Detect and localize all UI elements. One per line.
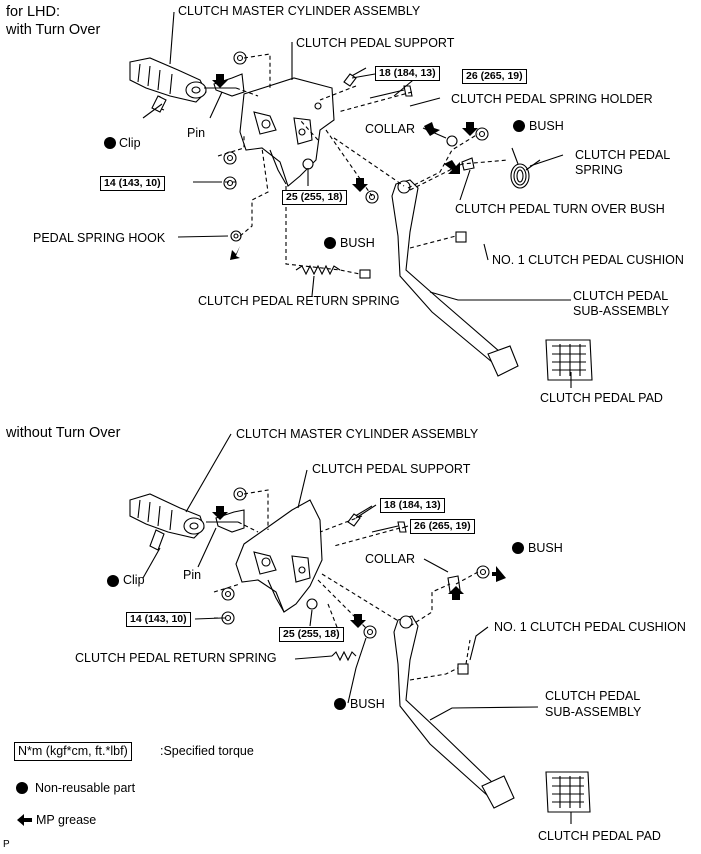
bottom-bush-left-nonreusable-icon [334, 698, 346, 710]
bottom-return-spring-label: CLUTCH PEDAL RETURN SPRING [75, 651, 277, 665]
top-spring-hook-label: PEDAL SPRING HOOK [33, 231, 166, 245]
top-bush-left-nonreusable-icon [324, 237, 336, 249]
top-cushion-part [455, 231, 467, 243]
bottom-collar-label: COLLAR [365, 552, 416, 566]
bottom-clip-label: Clip [123, 573, 145, 587]
top-pedal-spring-label-1: CLUTCH PEDAL [575, 148, 671, 162]
top-nuts [223, 51, 314, 242]
top-return-spring [295, 264, 371, 279]
bottom-pedal-support-label: CLUTCH PEDAL SUPPORT [312, 462, 471, 476]
legend-grease-icon [17, 814, 32, 826]
top-torque-25-box: 25 (255, 18) [282, 190, 347, 205]
top-torque-14-box: 14 (143, 10) [100, 176, 165, 191]
bottom-master-cylinder-label: CLUTCH MASTER CYLINDER ASSEMBLY [236, 427, 479, 441]
bottom-cushion-label: NO. 1 CLUTCH PEDAL CUSHION [494, 620, 686, 634]
bottom-torque-18-box: 18 (184, 13) [380, 498, 445, 513]
top-return-spring-label: CLUTCH PEDAL RETURN SPRING [198, 294, 400, 308]
top-master-cylinder [129, 57, 207, 111]
bottom-sub-assembly-label-1: CLUTCH PEDAL [545, 689, 641, 703]
top-pedal-spring [510, 147, 541, 189]
top-bolts [343, 67, 489, 204]
bottom-header: without Turn Over [6, 425, 121, 441]
grease-arrows [212, 74, 506, 628]
bottom-pedal-pad [545, 771, 591, 813]
bottom-torque-26-box: 26 (265, 19) [410, 519, 475, 534]
top-pin-label: Pin [187, 126, 206, 140]
bottom-nuts [221, 487, 318, 625]
bottom-clip-part [149, 529, 165, 551]
top-turn-over-bush-label: CLUTCH PEDAL TURN OVER BUSH [455, 202, 665, 216]
bottom-return-spring [331, 650, 357, 662]
legend-nonreusable-icon [16, 782, 28, 794]
bottom-pedal-arm [393, 615, 515, 809]
bottom-sub-assembly-label-2: SUB-ASSEMBLY [545, 705, 642, 719]
legend-nonreusable-label: Non-reusable part [35, 781, 136, 795]
top-leader-lines [142, 11, 572, 388]
top-bush-right-label: BUSH [529, 119, 564, 133]
bottom-pedal-support [235, 499, 323, 613]
top-sub-assembly-label-2: SUB-ASSEMBLY [573, 304, 670, 318]
top-bush-left-label: BUSH [340, 236, 375, 250]
top-master-cylinder-label: CLUTCH MASTER CYLINDER ASSEMBLY [178, 4, 421, 18]
bottom-bush-right-label: BUSH [528, 541, 563, 555]
top-header-line1: for LHD: [6, 4, 60, 20]
top-clip-part [151, 95, 167, 113]
bottom-leader-lines [142, 433, 572, 824]
bottom-torque-25-box: 25 (255, 18) [279, 627, 344, 642]
legend-grease-label: MP grease [36, 813, 97, 827]
bottom-pin-part [206, 509, 245, 533]
top-clip-label: Clip [119, 136, 141, 150]
bottom-torque-14-box: 14 (143, 10) [126, 612, 191, 627]
top-cushion-label: NO. 1 CLUTCH PEDAL CUSHION [492, 253, 684, 267]
top-spring-holder-label: CLUTCH PEDAL SPRING HOLDER [451, 92, 653, 106]
top-sub-assembly-label-1: CLUTCH PEDAL [573, 289, 669, 303]
top-pedal-support [239, 77, 335, 187]
bottom-cushion-part [457, 663, 469, 675]
legend-torque-box: N*m (kgf*cm, ft.*lbf) [14, 742, 132, 761]
bottom-pin-label: Pin [183, 568, 202, 582]
top-pedal-spring-label-2: SPRING [575, 163, 623, 177]
top-collar-label: COLLAR [365, 122, 416, 136]
bottom-master-cylinder [129, 493, 205, 539]
top-torque-26-box: 26 (265, 19) [462, 69, 527, 84]
top-torque-18-box: 18 (184, 13) [375, 66, 440, 81]
bottom-bush-left-label: BUSH [350, 697, 385, 711]
top-pedal-support-label: CLUTCH PEDAL SUPPORT [296, 36, 455, 50]
top-pedal-pad-label: CLUTCH PEDAL PAD [540, 391, 663, 405]
legend-torque-desc: :Specified torque [160, 744, 254, 758]
bottom-clip-nonreusable-icon [107, 575, 119, 587]
top-header-line2: with Turn Over [6, 22, 101, 38]
footer-mark: P [3, 839, 10, 850]
top-dashed-lines [217, 53, 509, 275]
bottom-pedal-pad-label: CLUTCH PEDAL PAD [538, 829, 661, 843]
top-bush-right-nonreusable-icon [513, 120, 525, 132]
top-clip-nonreusable-icon [104, 137, 116, 149]
bottom-bush-right-nonreusable-icon [512, 542, 524, 554]
top-pedal-pad [545, 339, 593, 381]
